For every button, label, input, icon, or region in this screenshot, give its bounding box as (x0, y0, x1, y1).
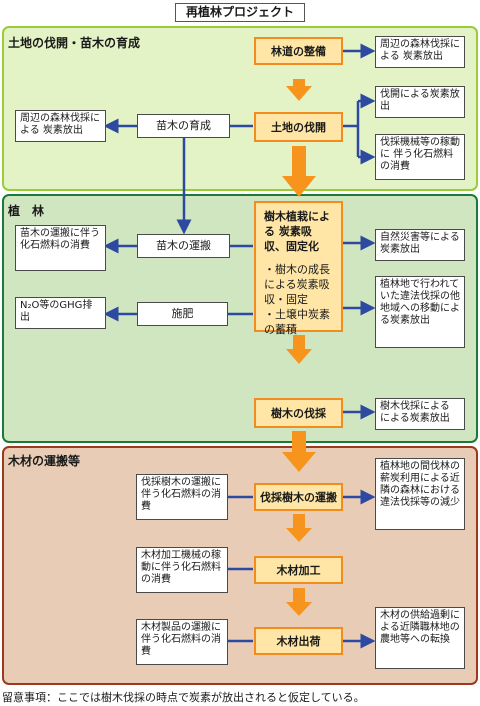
section-label-transport: 木材の運搬等 (8, 454, 81, 468)
flow-arrow-down (286, 335, 312, 364)
left-box-product-transport-fuel: 木材製品の運搬に伴う化石燃料の消費 (136, 619, 228, 665)
main-box-timber-processing: 木材加工 (254, 556, 343, 584)
right-box-illegal-logging-leakage: 植林地で行われていた違法伐採の他地域への移動による炭素放出 (375, 276, 465, 348)
right-box-harvest-emission: 樹木伐採による による炭素放出 (375, 398, 465, 430)
right-box-forest-clearing-emission: 周辺の森林伐採による 炭素放出 (375, 36, 465, 68)
main-box-planting: 樹木植栽による 炭素吸収、固定化 ・樹木の成長による炭素吸収・固定 ・土壌中炭素… (254, 201, 343, 336)
mid-box-seedling-transport: 苗木の運搬 (137, 234, 230, 258)
mid-box-seedling-raising: 苗木の育成 (137, 114, 230, 138)
right-box-fuelwood-reduction: 植林地の間伐林の薪炭利用による近隣の森林における違法伐採等の減少 (375, 458, 465, 530)
right-box-machinery-fuel: 伐採機械等の稼動に 伴う化石燃料の消費 (375, 134, 465, 180)
main-box-timber-shipping: 木材出荷 (254, 627, 343, 655)
left-box-n2o-ghg: N₂O等のGHG排出 (15, 297, 106, 329)
right-box-clearing-emission: 伐開による炭素放出 (375, 86, 465, 118)
right-box-natural-disaster-emission: 自然災害等による炭素放出 (375, 229, 465, 261)
left-box-processing-fuel: 木材加工機械の稼動に伴う化石燃料の消費 (136, 547, 228, 593)
flow-arrow-down (286, 79, 312, 101)
left-box-seedling-transport-fuel: 苗木の運搬に伴う化石燃料の消費 (15, 225, 106, 271)
footnote: 留意事項：ここでは樹木伐採の時点で炭素が放出されると仮定している。 (2, 691, 365, 704)
flow-arrow-down (286, 588, 312, 616)
planting-item-soil: ・土壌中炭素の蓄積 (264, 308, 330, 336)
flow-arrow-down (286, 514, 312, 542)
section-label-planting: 植 林 (8, 204, 45, 218)
main-box-timber-transport: 伐採樹木の運搬 (254, 483, 343, 511)
planting-title: 樹木植栽による 炭素吸収、固定化 (264, 210, 330, 253)
left-box-forest-clearing-emission: 周辺の森林伐採による 炭素放出 (15, 110, 106, 142)
mid-box-fertilizing: 施肥 (137, 302, 228, 326)
main-box-road-building: 林道の整備 (254, 37, 343, 65)
main-box-harvest: 樹木の伐採 (254, 398, 343, 428)
planting-item-growth: ・樹木の成長による炭素吸収・固定 (264, 263, 330, 306)
diagram-title: 再植林プロジェクト (175, 3, 305, 22)
flow-arrow-down (282, 146, 316, 197)
flow-arrow-down (282, 431, 316, 472)
right-box-oversupply-conversion: 木材の供給過剰による近隣職林地の農地等への転換 (375, 607, 465, 669)
section-label-land-clearing: 土地の伐開・苗木の育成 (8, 36, 141, 50)
main-box-land-clearing: 土地の伐開 (254, 112, 343, 142)
left-box-harvest-transport-fuel: 伐採樹木の運搬に伴う化石燃料の消費 (136, 474, 228, 520)
